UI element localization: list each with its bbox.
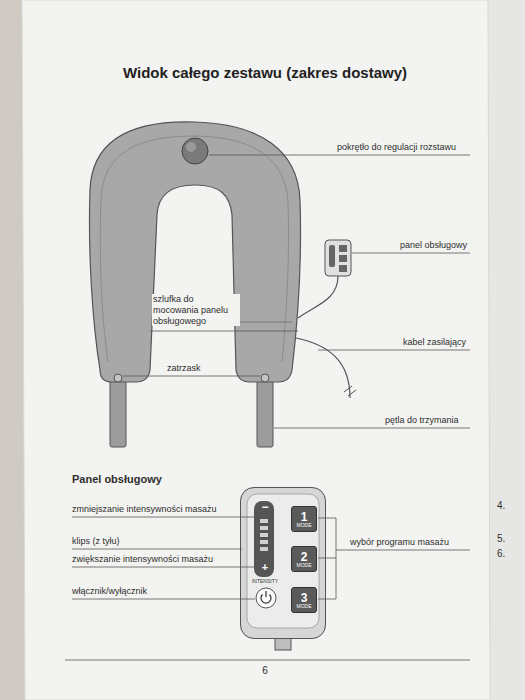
next-page-number: 4. bbox=[497, 500, 505, 512]
control-label: wybór programu masażu bbox=[350, 537, 449, 548]
leader-line bbox=[274, 428, 470, 429]
section-heading: Panel obsługowy bbox=[72, 473, 162, 486]
mode-number: 3 bbox=[301, 592, 308, 604]
next-page bbox=[488, 0, 525, 700]
snap-button bbox=[261, 374, 269, 382]
bracket-line bbox=[318, 518, 470, 599]
remote-strip bbox=[329, 245, 335, 267]
snap-button bbox=[114, 374, 122, 382]
leader-lines bbox=[123, 155, 470, 428]
control-label: zwiększanie intensywności masażu bbox=[72, 554, 213, 565]
part-label: zatrzask bbox=[166, 363, 202, 374]
mode-number: 2 bbox=[301, 551, 308, 563]
leader-line bbox=[150, 331, 298, 332]
massager-body bbox=[89, 122, 300, 382]
part-label: panel obsługowy bbox=[400, 240, 467, 251]
knob-highlight bbox=[186, 142, 196, 152]
leader-line bbox=[72, 599, 255, 600]
remote-button bbox=[339, 245, 347, 252]
remote-button bbox=[339, 265, 347, 272]
intensity-led bbox=[260, 526, 268, 530]
leader-line bbox=[209, 155, 470, 156]
intensity-label: INTENSITY bbox=[243, 579, 287, 584]
leader-line bbox=[72, 517, 260, 518]
control-panel: −+INTENSITY1MODE2MODE3MODE bbox=[240, 487, 326, 639]
remote-cable bbox=[298, 276, 338, 318]
leader-line bbox=[72, 567, 260, 568]
control-panel-illustration bbox=[240, 487, 326, 650]
intensity-led bbox=[260, 533, 268, 537]
remote-button bbox=[339, 255, 347, 262]
part-label: kabel zasilający bbox=[403, 337, 466, 348]
holding-strap bbox=[257, 375, 273, 447]
next-page-number: 5. bbox=[497, 533, 505, 545]
mode-caption: MODE bbox=[297, 604, 312, 609]
next-page-number: 6. bbox=[497, 548, 505, 560]
mode-number: 1 bbox=[301, 511, 308, 523]
leader-line bbox=[123, 376, 260, 377]
leader-line bbox=[72, 549, 242, 550]
control-label: włącznik/wyłącznik bbox=[72, 586, 147, 597]
mode-caption: MODE bbox=[297, 563, 312, 568]
plus-sign: + bbox=[255, 562, 275, 573]
intensity-led bbox=[260, 547, 268, 551]
adjust-knob bbox=[182, 138, 208, 164]
power-button bbox=[256, 588, 276, 608]
intensity-led bbox=[260, 540, 268, 544]
intensity-led bbox=[260, 519, 268, 523]
part-label: pętla do trzymania bbox=[385, 415, 459, 426]
cable-break bbox=[344, 386, 356, 396]
mode-button: 3MODE bbox=[291, 587, 317, 613]
page-number: 6 bbox=[245, 665, 285, 677]
seam-line bbox=[100, 136, 288, 362]
leader-line bbox=[352, 253, 470, 254]
panel-housing bbox=[240, 487, 326, 639]
power-cable bbox=[296, 338, 350, 398]
footer-rule bbox=[65, 660, 470, 661]
mode-caption: MODE bbox=[297, 523, 312, 528]
mode-button: 1MODE bbox=[291, 506, 317, 532]
part-label: szlufka do mocowania panelu obsługowego bbox=[152, 294, 240, 326]
holding-strap bbox=[110, 375, 126, 447]
control-label: zmniejszanie intensywności masażu bbox=[72, 504, 217, 515]
mode-button: 2MODE bbox=[291, 546, 317, 572]
massager-illustration bbox=[89, 122, 356, 447]
page-title: Widok całego zestawu (zakres dostawy) bbox=[20, 64, 510, 82]
power-icon bbox=[261, 591, 271, 603]
remote-small bbox=[325, 240, 351, 276]
panel-face bbox=[247, 494, 319, 628]
intensity-strip bbox=[254, 501, 274, 577]
control-label: klips (z tyłu) bbox=[72, 536, 120, 547]
paper-sheet bbox=[22, 0, 490, 700]
leader-line bbox=[318, 350, 470, 351]
panel-loop bbox=[236, 322, 292, 323]
part-label: pokrętło do regulacji rozstawu bbox=[337, 142, 456, 153]
minus-sign: − bbox=[255, 501, 275, 513]
